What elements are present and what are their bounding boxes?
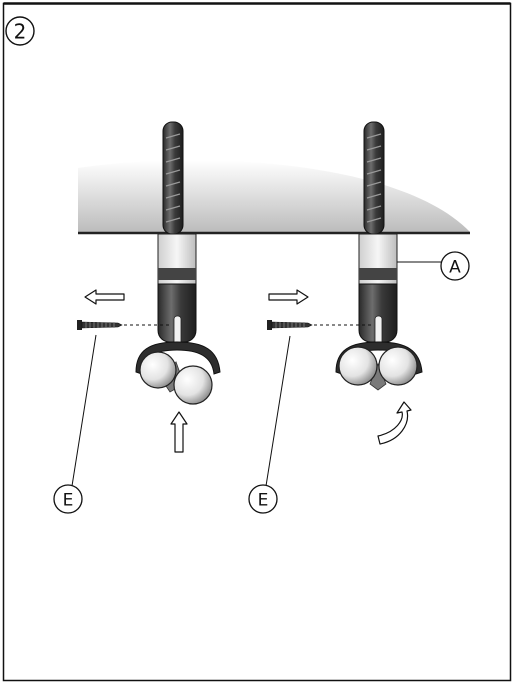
arrow-up-icon <box>170 411 188 453</box>
step-number-label: 2 <box>14 20 27 44</box>
callout-e-left-label: E <box>63 491 74 511</box>
right-ball-left <box>338 346 378 386</box>
left-threaded-rod <box>162 121 184 235</box>
callout-e-right-leader <box>265 335 291 487</box>
left-tap-assembly <box>135 121 221 405</box>
callout-a-label: A <box>449 258 461 278</box>
left-ball-lower <box>173 365 213 405</box>
curved-arrow-icon <box>377 401 412 445</box>
countertop-panel <box>78 160 470 232</box>
callout-a: A <box>440 251 470 281</box>
right-ball-right <box>378 346 418 386</box>
right-threaded-rod <box>363 121 385 235</box>
callout-e-right: E <box>248 484 278 514</box>
callout-e-right-label: E <box>258 491 269 511</box>
callout-e-left: E <box>53 484 83 514</box>
step-number-badge: 2 <box>5 16 35 46</box>
right-screw <box>267 320 313 330</box>
arrow-right-icon <box>268 289 309 305</box>
right-tap-assembly <box>335 121 423 391</box>
left-ball-upper <box>139 351 177 389</box>
callout-e-left-leader <box>71 334 97 487</box>
arrow-left-icon <box>84 289 125 305</box>
left-screw <box>77 320 123 330</box>
